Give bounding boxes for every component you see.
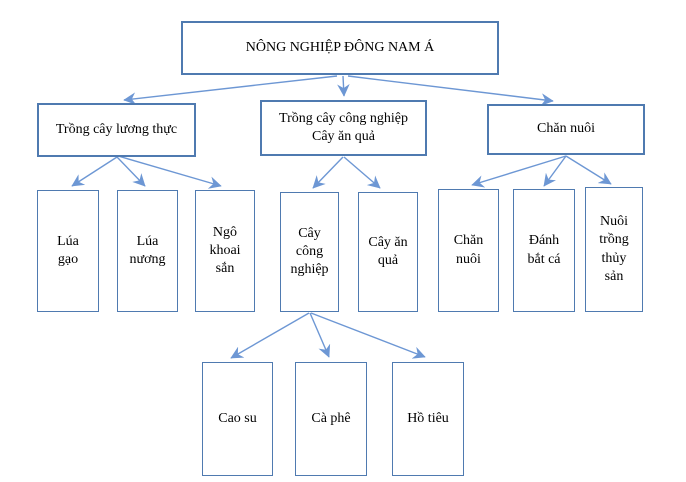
edge-foodcrops-uplandrice (116, 156, 146, 187)
edge-root-livestock (347, 75, 554, 106)
node-livestock: Chăn nuôi (487, 104, 645, 155)
node-food-crops: Trồng cây lương thực (37, 103, 196, 157)
edge-foodcrops-maize (117, 155, 222, 189)
edge-livestock-fishing (543, 155, 567, 187)
node-root-agriculture: NÔNG NGHIỆP ĐÔNG NAM Á (181, 21, 499, 75)
node-fruit-trees: Cây ăn quả (358, 192, 418, 312)
edge-indcrops-coffee (309, 312, 331, 358)
node-maize-cassava: Ngô khoai sắn (195, 190, 255, 312)
node-fishing: Đánh bắt cá (513, 189, 575, 312)
node-industrial-crops: Cây công nghiệp (280, 192, 339, 312)
node-upland-rice: Lúa nương (117, 190, 178, 312)
node-pepper: Hồ tiêu (392, 362, 464, 476)
edge-indcrops-pepper (310, 312, 426, 359)
edge-root-food-crops (123, 75, 338, 105)
node-aquaculture: Nuôi trồng thủy sản (585, 187, 643, 312)
node-animal-husbandry: Chăn nuôi (438, 189, 499, 312)
edge-indcrops-rubber (230, 312, 310, 359)
edge-foodcrops-rice (71, 156, 118, 187)
node-coffee: Cà phê (295, 362, 367, 476)
edge-livestock-husbandry (471, 155, 567, 188)
edge-root-industrial-fruit (337, 75, 350, 97)
node-rice: Lúa gạo (37, 190, 99, 312)
edge-indfruit-indcrops (312, 156, 344, 189)
edge-livestock-aquaculture (565, 155, 612, 185)
edge-indfruit-fruittrees (343, 156, 381, 189)
node-industrial-fruit-crops: Trồng cây công nghiệp Cây ăn quả (260, 100, 427, 156)
node-rubber: Cao su (202, 362, 273, 476)
